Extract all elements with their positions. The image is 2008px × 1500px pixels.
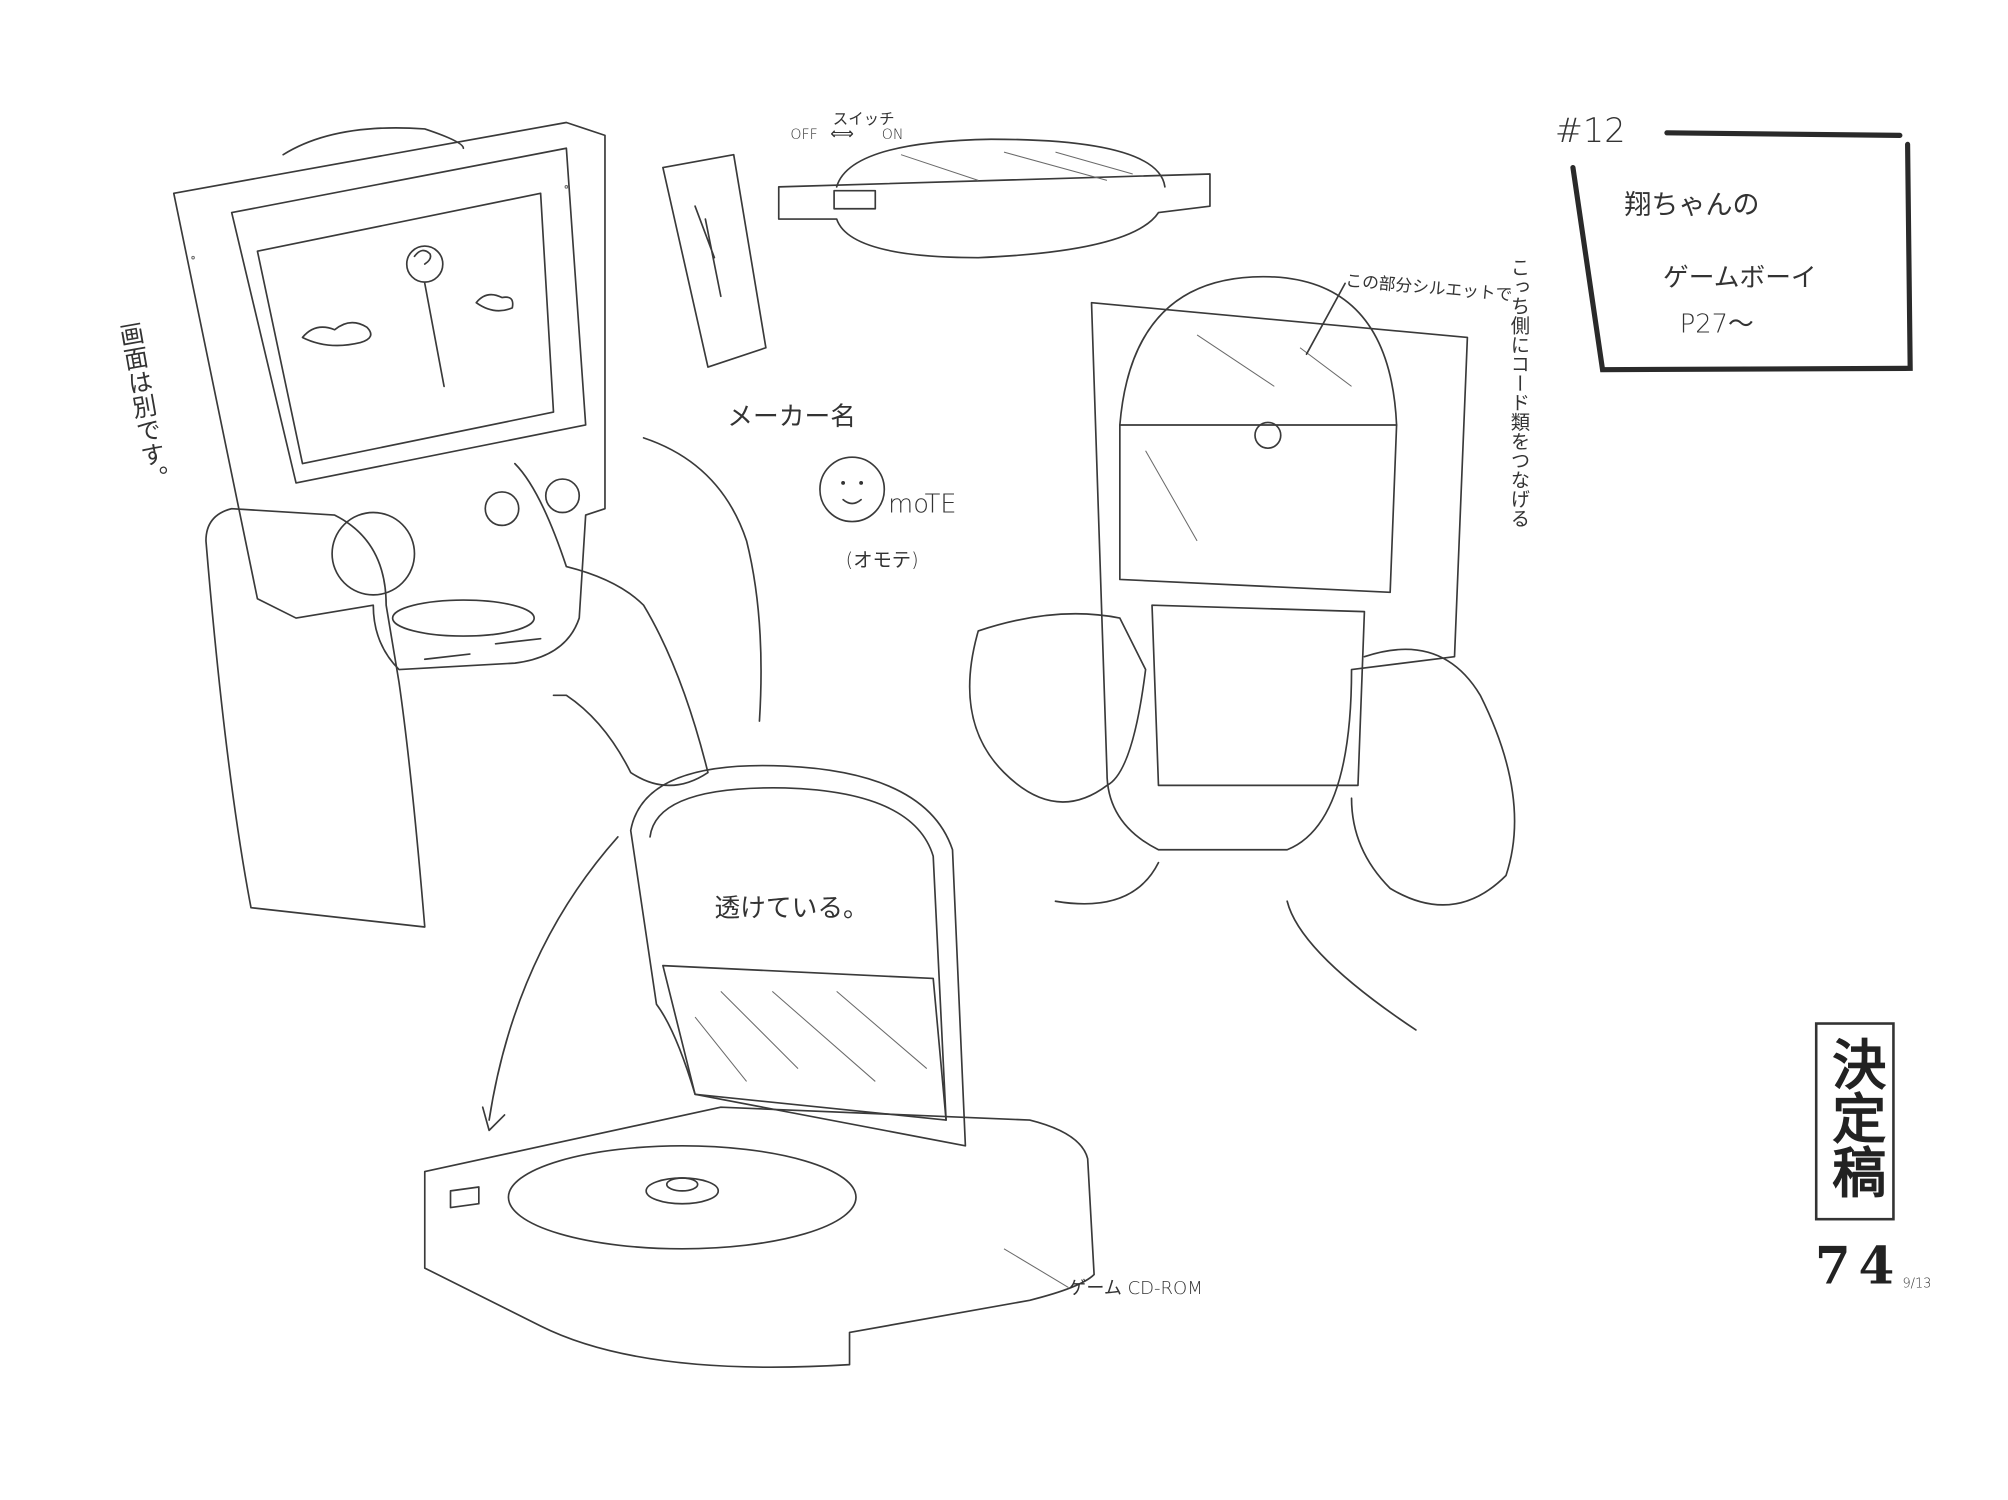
title-box-frame — [1570, 130, 1913, 373]
approval-stamp-frame — [1814, 1022, 1895, 1221]
switch-off-label: OFF — [790, 127, 817, 143]
switch-on-label: ON — [882, 127, 904, 143]
sheet-date: 9/13 — [1902, 1276, 1931, 1291]
handheld-side-drawing — [662, 153, 767, 368]
screen-note: 画面は別です。 — [114, 319, 172, 493]
page-reference: P27〜 — [1680, 309, 1754, 339]
switch-label: スイッチ — [833, 110, 895, 128]
transparent-note: 透けている。 — [714, 894, 868, 924]
title-line-1: 翔ちゃんの — [1624, 190, 1759, 221]
handheld-front-drawing — [172, 121, 762, 928]
silhouette-note: この部分シルエットで — [1345, 270, 1513, 304]
svg-text:moTE: moTE — [888, 490, 956, 520]
maker-logo: moTE — [819, 456, 957, 523]
maker-reading: (オモテ) — [846, 549, 919, 572]
cdrom-device-drawing — [423, 764, 1095, 1369]
sheet-number: 74 — [1815, 1237, 1902, 1297]
title-line-2: ゲームボーイ — [1663, 263, 1817, 293]
cdrom-label: ゲーム CD-ROM — [1068, 1278, 1202, 1299]
cord-note: こっち側にコード類をつなげる — [1507, 258, 1530, 528]
approval-stamp: 決定稿 — [1823, 1036, 1887, 1199]
handheld-open-drawing — [968, 275, 1516, 1031]
handheld-top-drawing — [777, 138, 1211, 259]
episode-number: #12 — [1555, 111, 1626, 150]
switch-arrow-icon: ⟺ — [830, 123, 854, 143]
maker-label: メーカー名 — [727, 402, 856, 432]
